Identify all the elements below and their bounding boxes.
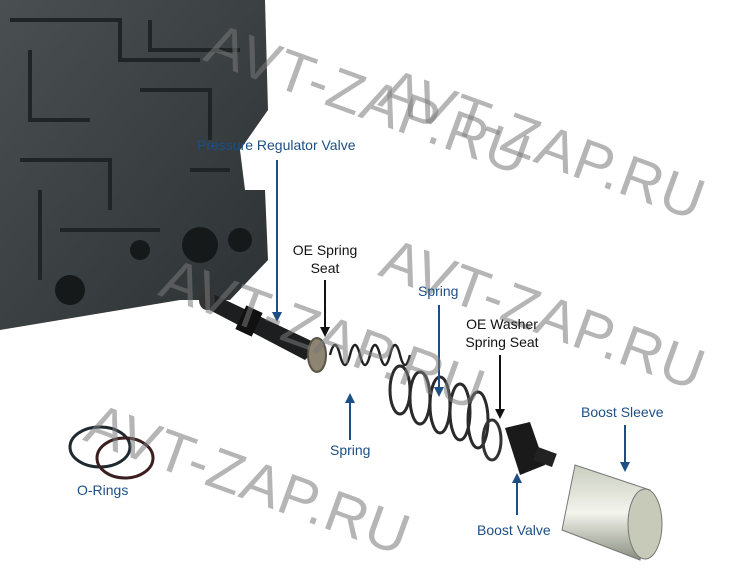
- label-oe-spring-seat: OE Spring Seat: [292, 241, 358, 277]
- oe-spring-seat: [307, 337, 327, 373]
- o-rings: [68, 425, 155, 480]
- leader-arrows: [272, 160, 630, 515]
- valve-body: [0, 0, 268, 330]
- boost-valve: [505, 422, 557, 475]
- label-o-rings: O-Rings: [77, 482, 129, 498]
- label-pressure-regulator-valve: Pressure Regulator Valve: [197, 137, 356, 153]
- label-line: Spring Seat: [465, 334, 539, 350]
- spring-large: [388, 364, 490, 450]
- spring-small: [328, 343, 412, 367]
- label-boost-sleeve: Boost Sleeve: [581, 404, 664, 420]
- oe-washer-spring-seat: [481, 418, 503, 462]
- label-oe-washer-spring-seat: OE Washer Spring Seat: [462, 315, 542, 351]
- pressure-regulator-valve: [199, 290, 320, 360]
- label-line: OE Spring: [292, 242, 358, 258]
- boost-sleeve: [561, 464, 663, 561]
- label-line: OE Washer: [466, 316, 538, 332]
- label-line: Seat: [310, 260, 340, 276]
- label-boost-valve: Boost Valve: [477, 522, 551, 538]
- label-spring-lower: Spring: [330, 442, 371, 458]
- label-spring-upper: Spring: [418, 283, 459, 299]
